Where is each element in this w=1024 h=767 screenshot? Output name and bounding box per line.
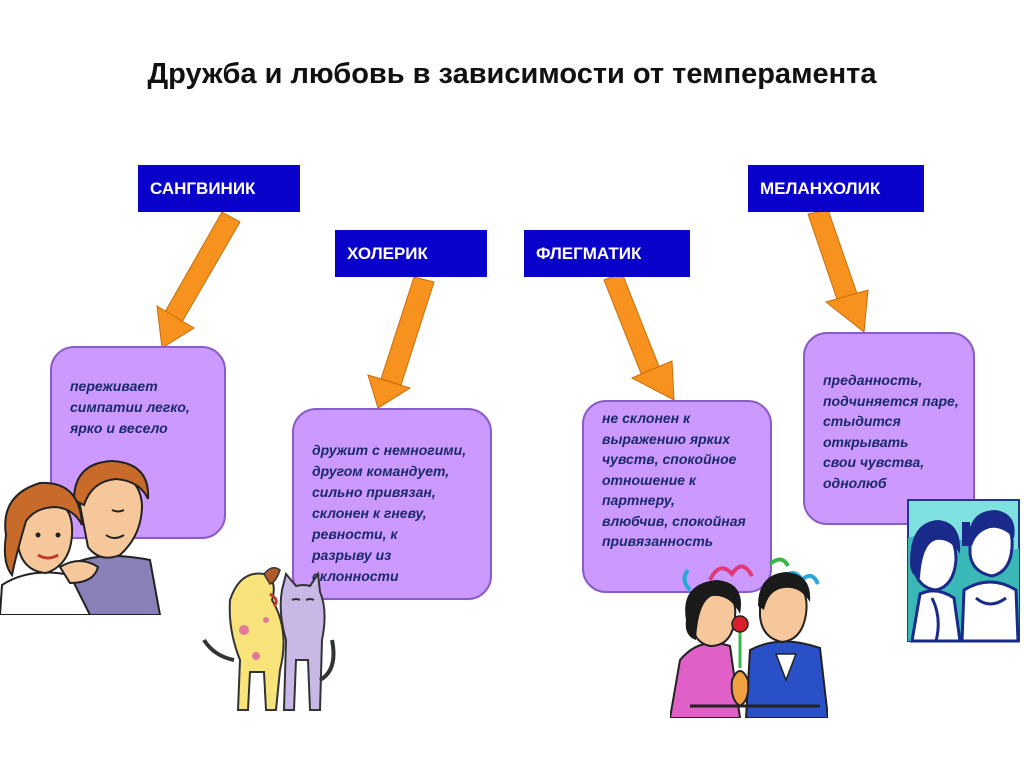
desc-line: преданность,: [823, 372, 923, 388]
couple-with-flower-icon: [670, 557, 828, 718]
type-box-choleric: ХОЛЕРИК: [335, 230, 487, 277]
desc-line: привязанность: [602, 533, 714, 549]
couple-embracing-icon: [0, 459, 162, 615]
desc-line: склонен к гневу,: [312, 505, 427, 521]
desc-box-phlegmatic: не склонен к выражению ярких чувств, спо…: [582, 400, 772, 593]
type-box-sanguine: САНГВИНИК: [138, 165, 300, 212]
desc-line: однолюб: [823, 474, 887, 491]
desc-line: ревности, к: [312, 526, 398, 542]
desc-line: влюбчив, спокойная: [602, 512, 746, 529]
arrow-melancholic: [807, 209, 869, 333]
desc-line: свои чувства,: [823, 454, 925, 470]
desc-line: ярко и весело: [70, 420, 168, 436]
desc-line: дружит с немногими,: [312, 442, 467, 458]
desc-line: склонности: [312, 568, 399, 584]
dog-and-cat-icon: [202, 567, 336, 711]
desc-line: выражению ярких: [602, 430, 731, 447]
type-box-phlegmatic: ФЛЕГМАТИК: [524, 230, 690, 277]
shy-couple-icon: [907, 499, 1020, 643]
desc-line: симпатии легко,: [70, 399, 190, 415]
desc-line: не склонен к: [602, 410, 691, 426]
desc-box-choleric: дружит с немногими, другом командует, си…: [292, 408, 492, 600]
desc-line: переживает: [70, 378, 158, 394]
desc-line: открывать: [823, 433, 909, 450]
desc-line: сильно привязан,: [312, 484, 436, 500]
desc-line: подчиняется паре,: [823, 392, 959, 409]
arrow-phlegmatic: [603, 272, 675, 401]
type-box-melancholic: МЕЛАНХОЛИК: [748, 165, 924, 212]
desc-line: другом командует,: [312, 463, 450, 479]
arrow-choleric: [367, 276, 435, 409]
desc-line: отношение к: [602, 471, 697, 488]
desc-line: стыдится: [823, 413, 901, 429]
arrow-sanguine: [156, 211, 241, 349]
desc-box-melancholic: преданность, подчиняется паре, стыдится …: [803, 332, 975, 525]
slide-title: Дружба и любовь в зависимости от темпера…: [147, 58, 877, 90]
desc-line: чувств, спокойное: [602, 451, 737, 467]
desc-line: разрыву из: [312, 547, 392, 563]
desc-line: партнеру,: [602, 492, 675, 508]
